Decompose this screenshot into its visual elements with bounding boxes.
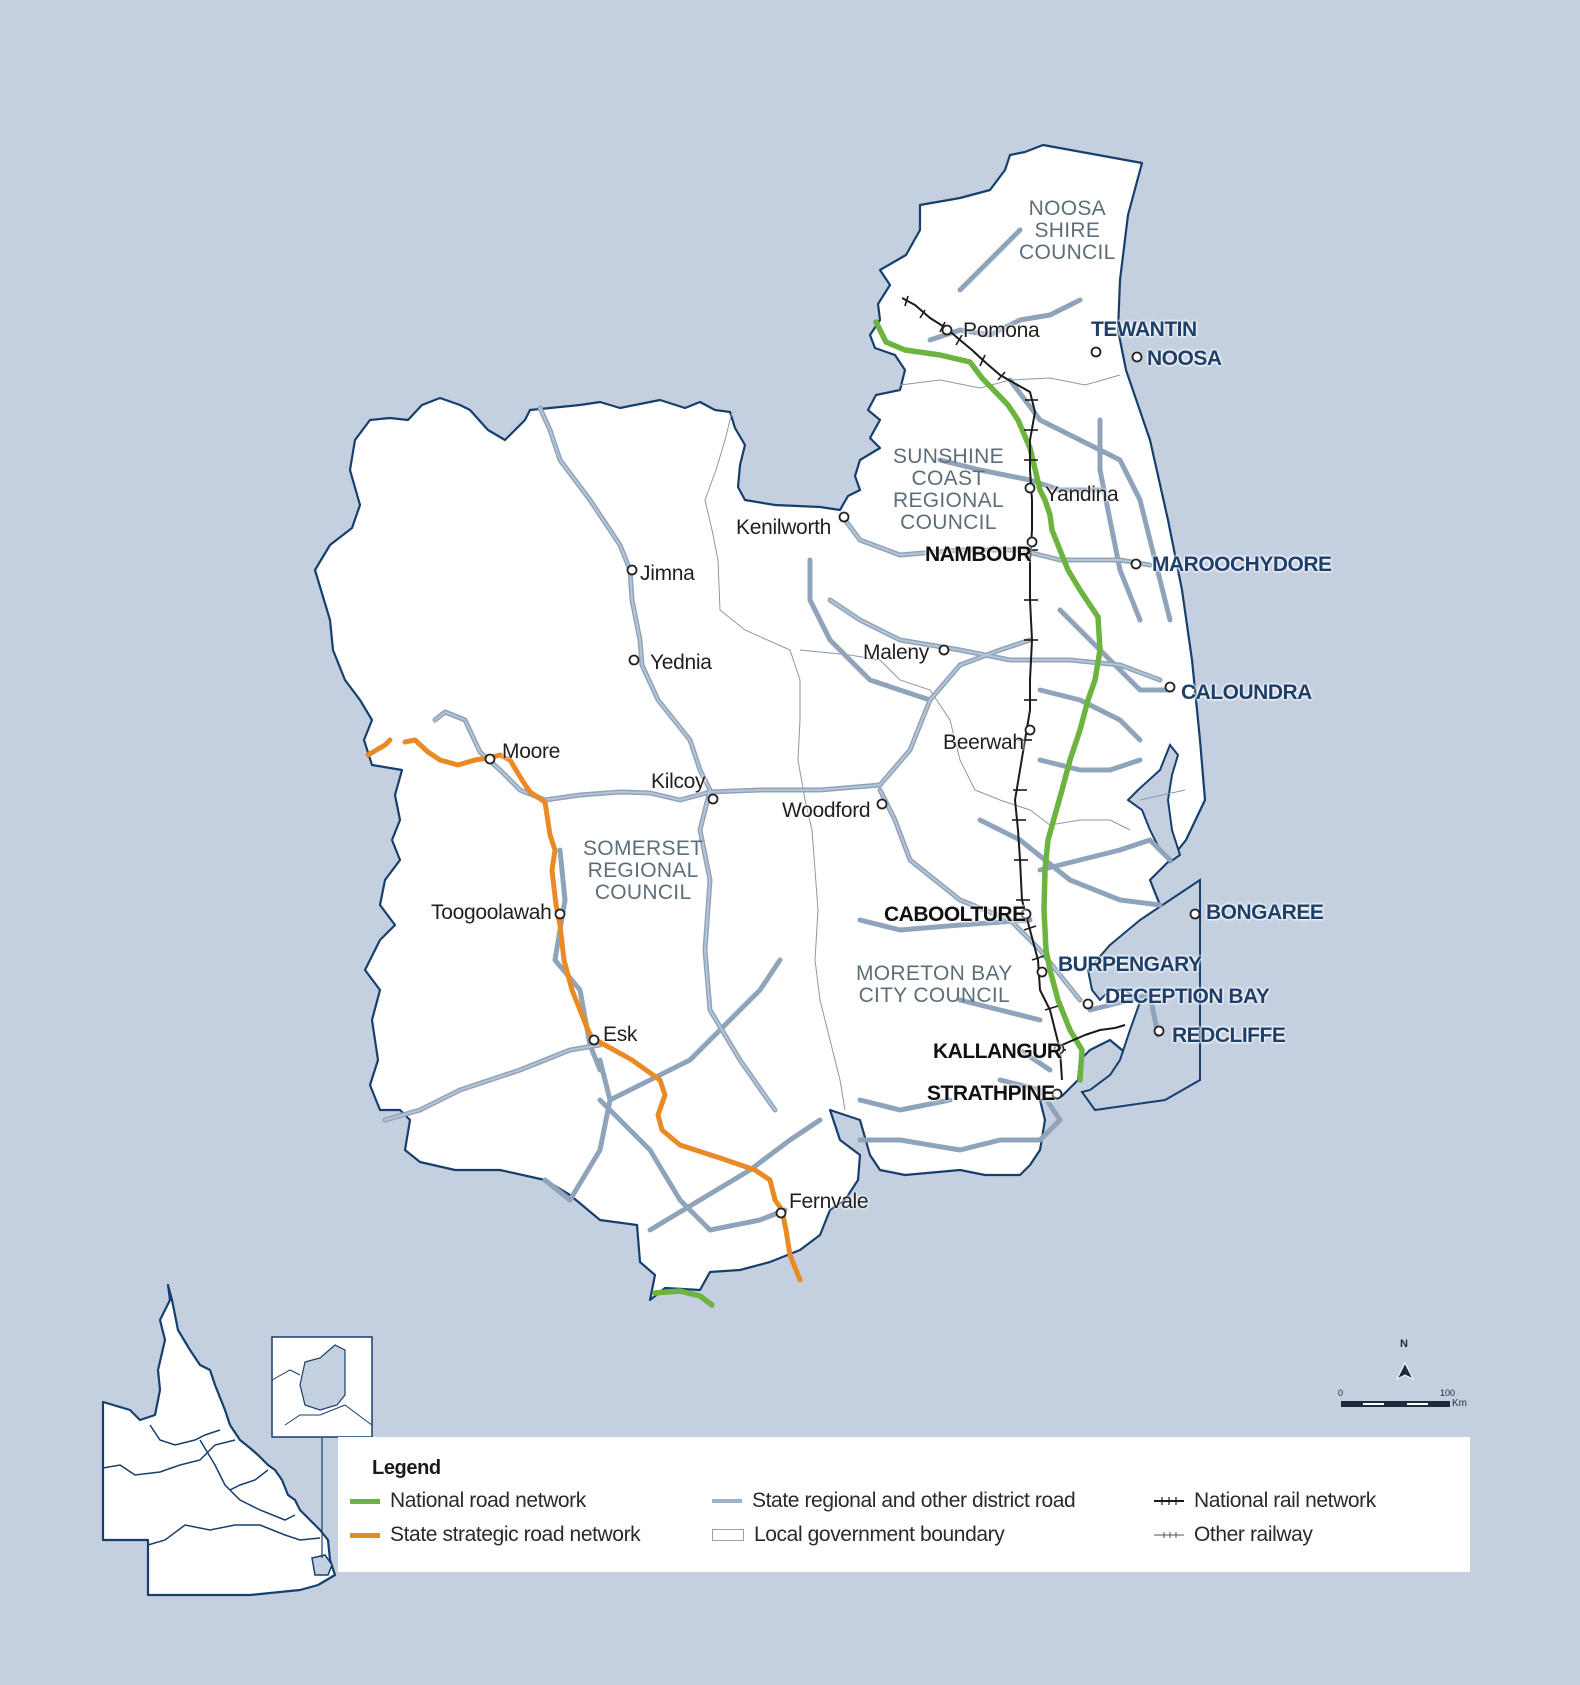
town-label-bongaree: BONGAREE	[1206, 901, 1324, 924]
legend-panel: Legend National road network State strat…	[338, 1437, 1470, 1572]
legend-title: Legend	[372, 1457, 441, 1479]
state-regional-roads	[382, 227, 1173, 1233]
town-label-kilcoy: Kilcoy	[651, 770, 706, 793]
town-label-toogoolawah: Toogoolawah	[431, 901, 552, 924]
town-label-maleny: Maleny	[863, 641, 929, 664]
legend-item-national-road: National road network	[350, 1489, 586, 1513]
town-label-kenilworth: Kenilworth	[736, 516, 832, 539]
town-label-yednia: Yednia	[650, 651, 712, 674]
legend-item-national-rail: National rail network	[1154, 1489, 1376, 1513]
town-label-redcliffe: REDCLIFFE	[1172, 1024, 1286, 1047]
town-label-nambour: NAMBOUR	[925, 543, 1032, 566]
scale-bar	[1341, 1401, 1450, 1407]
town-label-beerwah: Beerwah	[943, 731, 1024, 754]
town-markers	[484, 324, 1201, 1219]
town-label-burpengary: BURPENGARY	[1058, 953, 1202, 976]
north-label: N	[1400, 1338, 1408, 1350]
town-label-pomona: Pomona	[963, 319, 1040, 342]
legend-item-state-regional-road: State regional and other district road	[712, 1489, 1076, 1513]
lga-boundary-swatch-icon	[712, 1529, 744, 1541]
legend-item-other-railway: Other railway	[1154, 1523, 1313, 1547]
national-rail-swatch-icon	[1154, 1497, 1184, 1505]
town-label-yandina: Yandina	[1045, 483, 1119, 506]
other-railway-swatch-icon	[1154, 1532, 1184, 1538]
national-roads	[652, 319, 1103, 1308]
scale-and-north: N 0 100 Km	[1336, 1335, 1476, 1415]
lga-boundary-bribie	[1139, 789, 1186, 801]
town-label-caboolture: CABOOLTURE	[884, 903, 1026, 926]
region-outline	[313, 143, 1207, 1302]
town-label-deception-bay: DECEPTION BAY	[1105, 985, 1270, 1008]
town-label-maroochydore: MAROOCHYDORE	[1152, 553, 1332, 576]
state-strategic-road-swatch-icon	[350, 1532, 380, 1538]
lga-boundary-sunshine-moreton	[799, 649, 1131, 831]
scale-start-label: 0	[1338, 1388, 1344, 1398]
town-label-caloundra: CALOUNDRA	[1181, 681, 1312, 704]
queensland-inset-map	[101, 1283, 373, 1597]
state-regional-road-swatch-icon	[712, 1499, 742, 1503]
town-label-noosa: NOOSA	[1147, 347, 1222, 370]
other-railway-redcliffe	[1061, 1024, 1126, 1046]
scale-end-label: 100	[1440, 1388, 1456, 1398]
town-label-esk: Esk	[603, 1023, 638, 1046]
legend-item-lga-boundary: Local government boundary	[712, 1523, 1005, 1547]
town-label-woodford: Woodford	[782, 799, 871, 822]
scale-unit-label: Km	[1452, 1398, 1467, 1409]
north-arrow-icon	[1395, 1361, 1415, 1381]
lga-boundary-somerset-east	[704, 411, 846, 1111]
town-label-moore: Moore	[502, 740, 561, 763]
town-label-tewantin: TEWANTIN	[1091, 318, 1197, 341]
town-label-strathpine: STRATHPINE	[927, 1082, 1055, 1105]
national-road-swatch-icon	[350, 1498, 380, 1504]
town-label-jimna: Jimna	[640, 562, 695, 585]
town-label-kallangur: KALLANGUR	[933, 1040, 1062, 1063]
town-label-fernvale: Fernvale	[789, 1190, 869, 1213]
legend-item-state-strategic-road: State strategic road network	[350, 1523, 641, 1547]
